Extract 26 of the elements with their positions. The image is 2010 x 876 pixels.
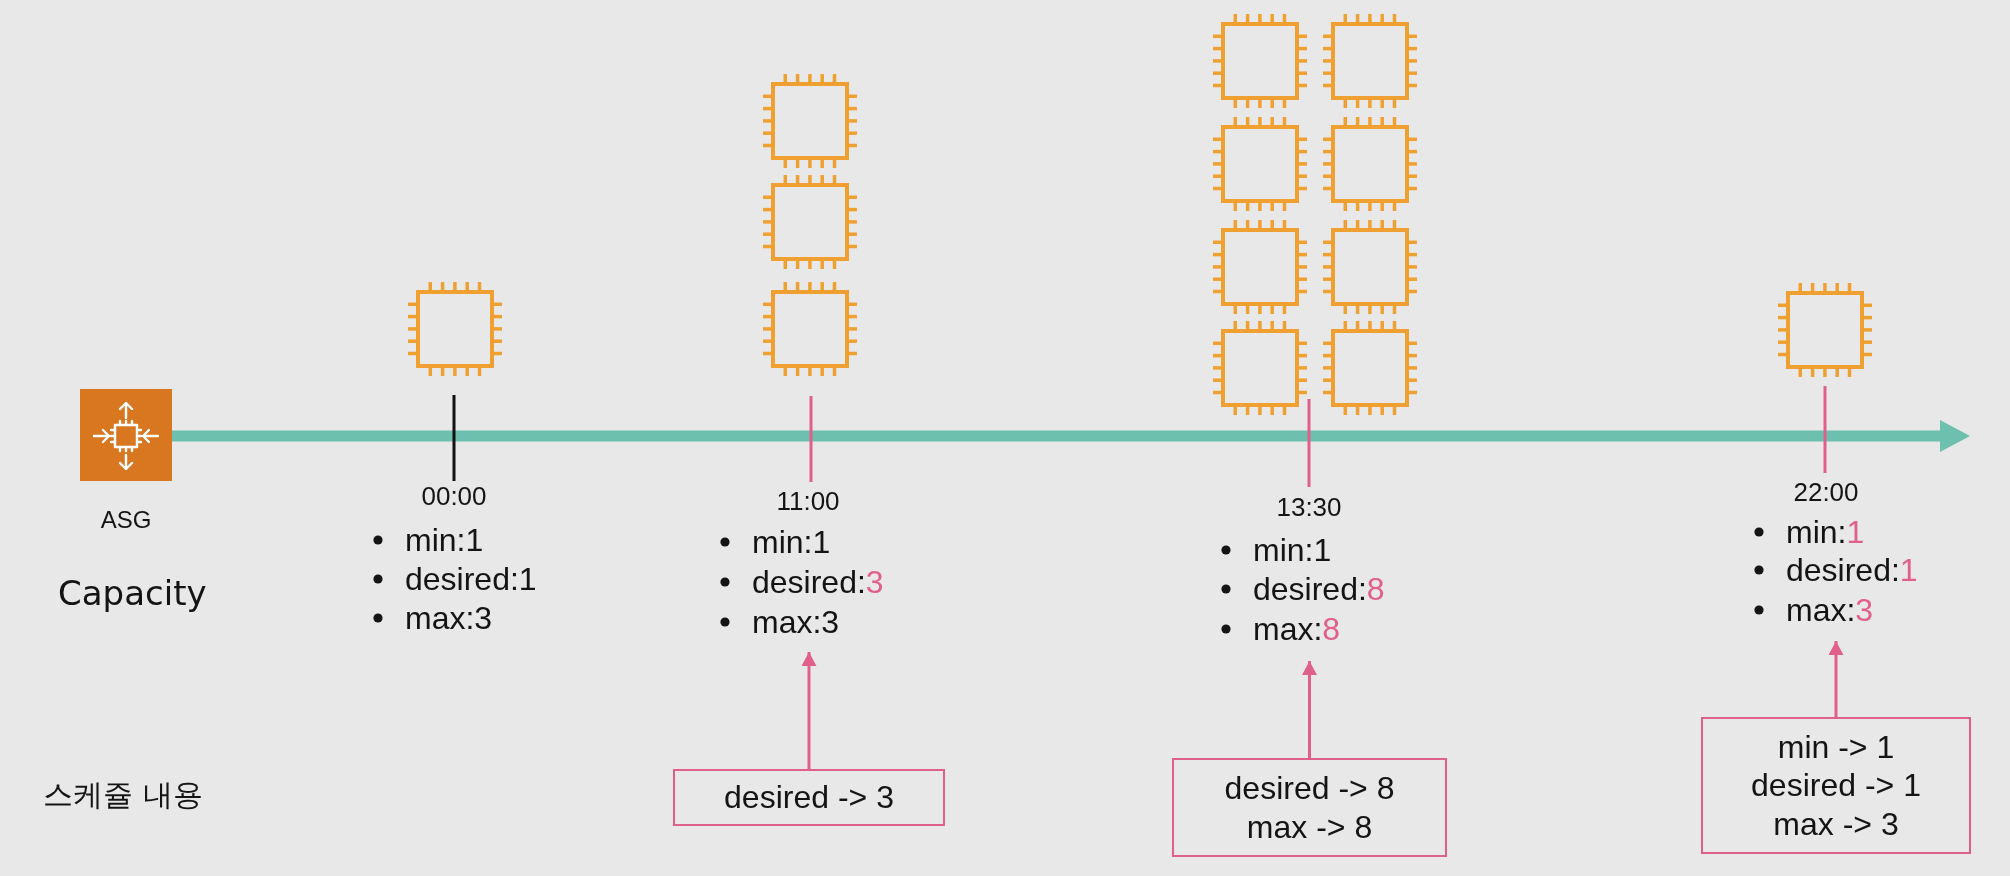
arrow [801,652,817,769]
list-item: max:3 [405,599,493,637]
list-item: min:1 [1786,513,1865,551]
list-item: max:3 [1786,591,1874,629]
list-item: min:1 [1253,531,1332,569]
row-label: Capacity [58,572,207,614]
list-item: max:8 [1253,610,1341,648]
row-label: 스케쥴 내용 [43,777,203,813]
list-item: desired:8 [1253,570,1385,608]
schedule-box: desired -> 8 max -> 8 [1172,758,1447,857]
timeline-arrow [172,420,1970,452]
list-item: desired:1 [405,560,537,598]
time-label: 00:00 [421,481,487,513]
time-label: 22:00 [1793,477,1859,509]
schedule-box: min -> 1 desired -> 1 max -> 3 [1701,717,1971,854]
schedule-box: desired -> 3 [673,769,945,826]
list-item: min:1 [405,521,484,559]
list-item: max:3 [752,603,840,641]
list-item: min:1 [752,523,831,561]
list-item: desired:3 [752,563,884,601]
time-label: 13:30 [1276,492,1342,524]
time-label: 11:00 [776,486,840,518]
list-item: desired:1 [1786,551,1918,589]
arrow [1302,661,1317,758]
arrow [1828,641,1844,717]
icon-caption: ASG [100,506,152,534]
